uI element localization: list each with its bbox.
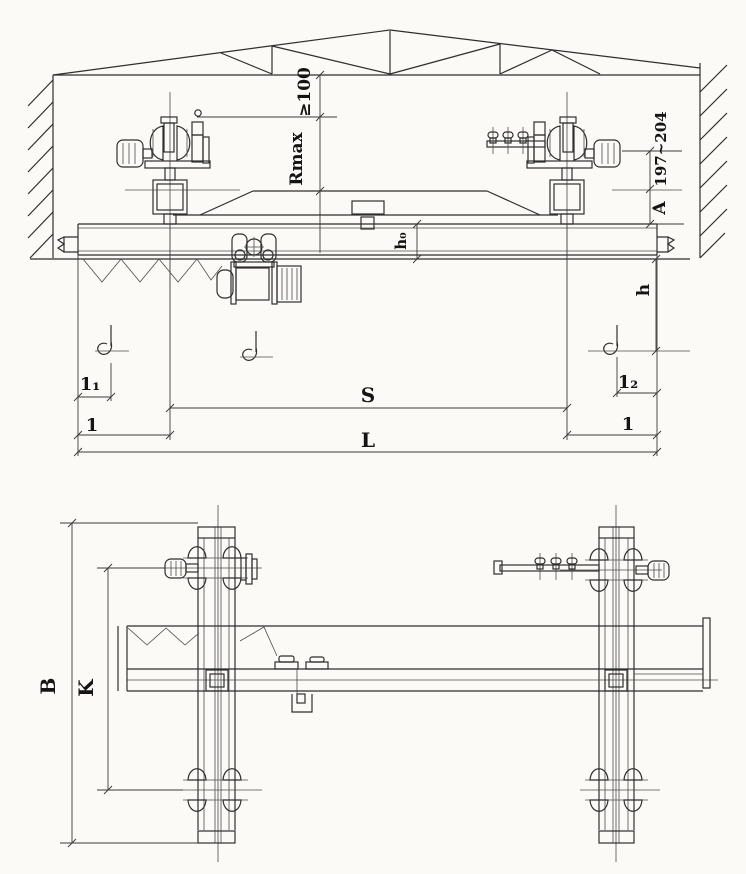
hook-right-extreme (588, 325, 690, 355)
girder-top-platform (173, 190, 558, 230)
plan-end-carriage-right (493, 505, 670, 862)
dim-label-roof-clearance: ≥100 (295, 67, 315, 117)
festoon-cable (82, 258, 223, 283)
dim-label-s: S (361, 383, 375, 407)
suspension-joint-left (205, 669, 229, 692)
plan-cable-drop (239, 626, 278, 657)
hoist-motor (276, 265, 302, 303)
left-wall-hatch (27, 79, 54, 259)
plan-girder (117, 617, 718, 713)
main-girder (56, 223, 676, 256)
right-wall-hatch (699, 64, 728, 259)
dim-label-rmax: Rmax (287, 132, 307, 186)
limit-switch-dot (194, 109, 202, 117)
plan-festoon-cable (127, 627, 200, 646)
dim-label-l1: 1₁ (80, 374, 100, 395)
dim-label-l-left: 1 (86, 415, 99, 436)
dimension-lines-elevation (73, 70, 684, 457)
dim-label-l-right: 1 (622, 414, 635, 435)
right-wall (699, 63, 728, 259)
travel-motor-plan-left (164, 558, 187, 579)
dim-label-k: K (74, 679, 98, 697)
roof-truss (52, 29, 701, 76)
hook-center (240, 331, 273, 361)
travel-motor-plan-right (647, 560, 670, 581)
end-carriage-left (117, 92, 240, 224)
girder-end-stop-right (657, 236, 676, 253)
current-collector (486, 126, 546, 155)
plan-view: B K (36, 505, 718, 862)
dimension-lines-plan (60, 518, 198, 848)
end-carriage-right (486, 92, 682, 224)
dim-label-h0: h₀ (392, 232, 410, 250)
control-box (351, 200, 385, 215)
dim-label-h: h (634, 284, 654, 296)
hoist-drum (235, 267, 270, 301)
plan-hoist-trolley (274, 655, 329, 713)
plan-current-collector (493, 552, 600, 581)
junction-box (360, 216, 375, 230)
elevation-view: <287> (27, 29, 728, 457)
dim-label-L: L (361, 428, 375, 452)
dim-label-l2: 1₂ (618, 372, 638, 393)
dim-label-b: B (36, 678, 60, 695)
girder-end-plate-right (702, 617, 711, 689)
girder-end-stop-left (56, 236, 78, 253)
dim-label-a: A (650, 201, 670, 216)
plan-hook-block (291, 694, 313, 713)
electric-hoist: <287> (216, 233, 302, 305)
suspension-joint-right (604, 669, 628, 692)
left-wall (27, 75, 54, 259)
dim-label-trolley-height: 197~204 (652, 111, 670, 186)
hook-left-extreme (95, 325, 129, 355)
